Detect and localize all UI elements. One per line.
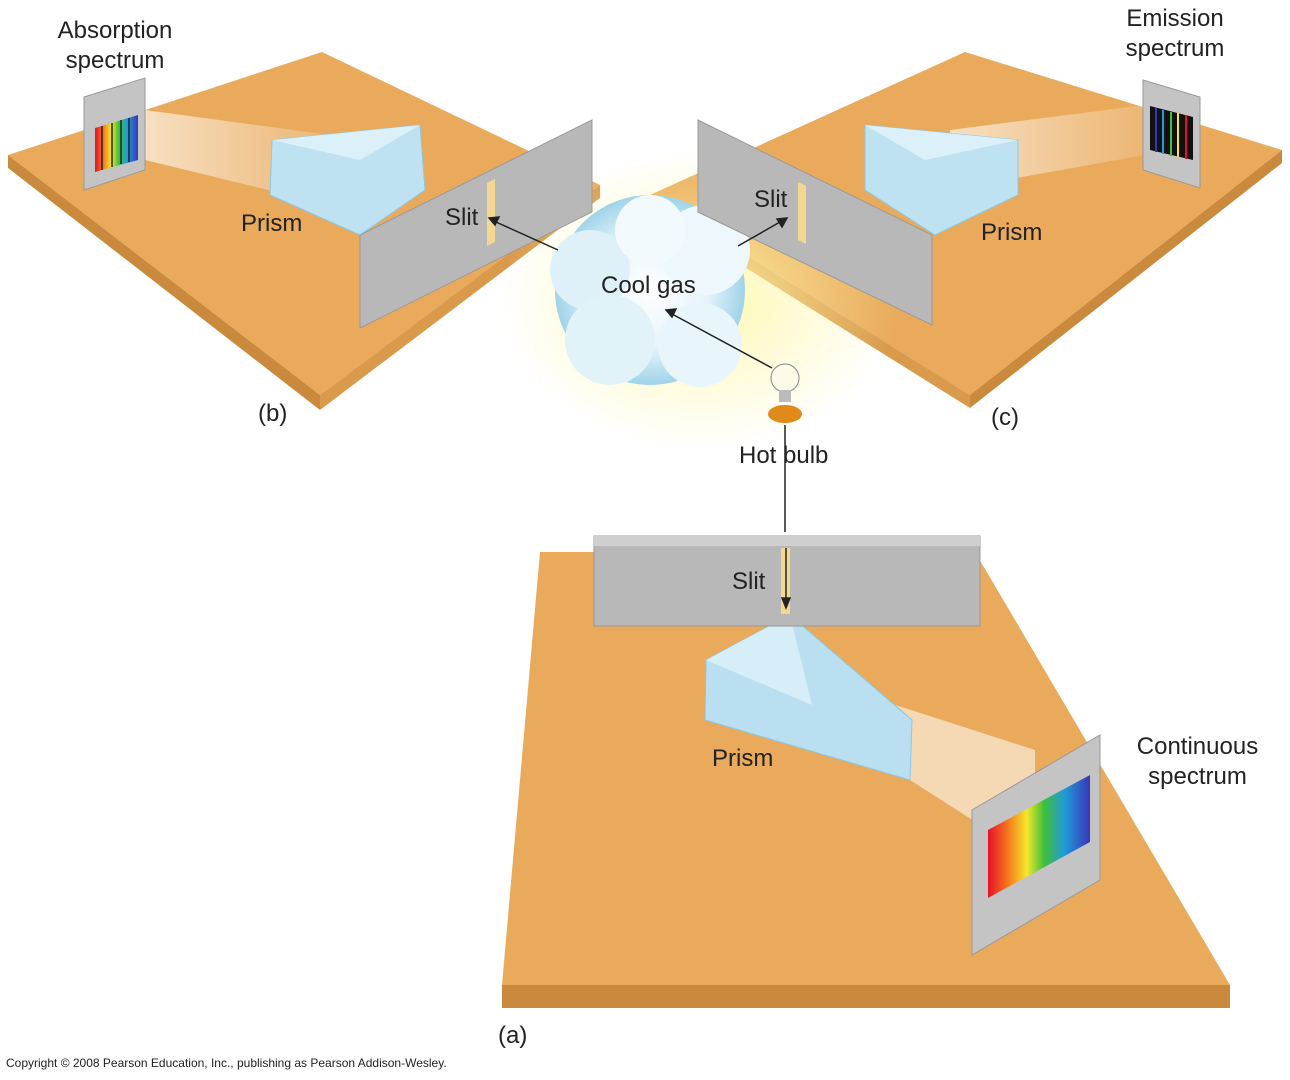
- panel-a-label: (a): [498, 1022, 528, 1049]
- slit-b-label: Slit: [445, 204, 479, 231]
- label-line: spectrum: [1125, 35, 1225, 62]
- label-line: spectrum: [65, 47, 165, 74]
- slit-wall-b: [359, 119, 593, 329]
- light-arrows: [487, 216, 792, 611]
- prism-b-label: Prism: [241, 210, 303, 237]
- prism-a-label: Prism: [712, 745, 774, 772]
- label-line: Emission: [1126, 5, 1224, 32]
- absorption-screen: [83, 77, 146, 191]
- emission-screen: [1142, 79, 1201, 189]
- copyright: Copyright © 2008 Pearson Education, Inc.…: [6, 1056, 447, 1070]
- slit-a-label: Slit: [732, 568, 766, 595]
- slit-wall-c: [697, 119, 933, 326]
- label-line: Continuous: [1136, 733, 1259, 760]
- absorption-spectrum-label: Absorption spectrum: [40, 16, 190, 76]
- cool-gas-label: Cool gas: [601, 272, 696, 299]
- slit-b: [487, 179, 495, 246]
- hot-bulb-label: Hot bulb: [739, 442, 829, 469]
- cool-gas-cloud: [550, 195, 750, 387]
- label-line: Absorption: [57, 17, 173, 44]
- continuous-screen: [971, 734, 1101, 956]
- panel-c-label: (c): [991, 404, 1019, 431]
- prism-c-label: Prism: [981, 219, 1043, 246]
- prism-c: [864, 124, 1019, 236]
- prism-b: [269, 124, 426, 236]
- hot-bulb: [768, 363, 802, 423]
- continuous-spectrum-label: Continuous spectrum: [1120, 732, 1275, 792]
- slit-c: [798, 182, 806, 244]
- emission-spectrum-label: Emission spectrum: [1100, 4, 1250, 64]
- label-line: spectrum: [1148, 763, 1247, 790]
- slit-wall-a: [593, 535, 981, 627]
- panel-b-label: (b): [258, 400, 288, 427]
- slit-c-label: Slit: [754, 186, 788, 213]
